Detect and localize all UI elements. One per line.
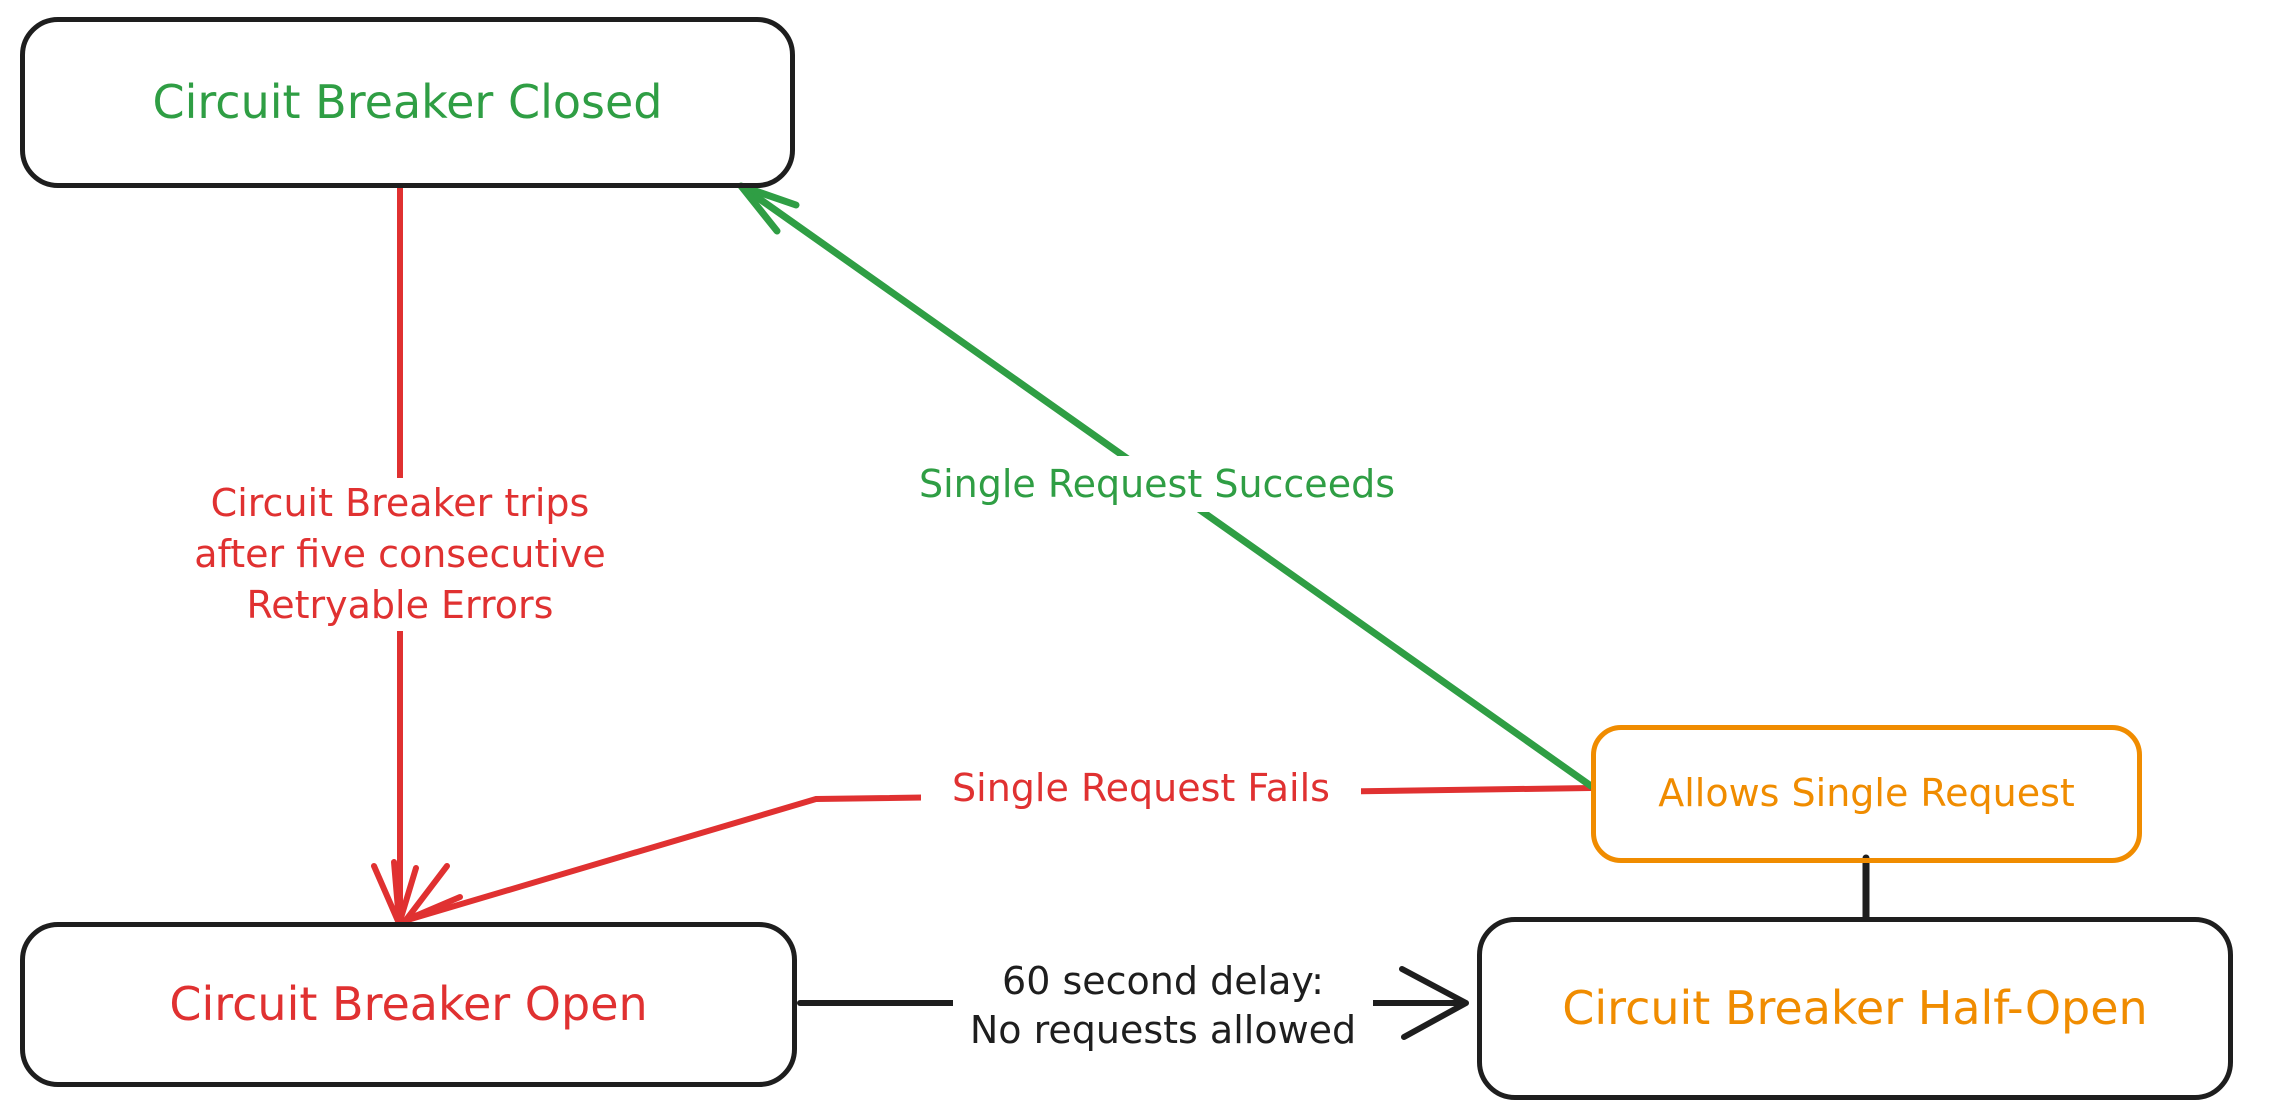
state-label-open: Circuit Breaker Open	[169, 977, 648, 1032]
state-box-circuit-breaker-open: Circuit Breaker Open	[20, 922, 797, 1087]
transition-label-trip: Circuit Breaker trips after five consecu…	[155, 478, 645, 631]
arrow-trip-head	[371, 859, 419, 924]
arrow-fail-head	[403, 863, 463, 923]
transition-label-trip-line3: Retryable Errors	[246, 583, 554, 627]
state-box-circuit-breaker-closed: Circuit Breaker Closed	[20, 17, 795, 188]
transition-label-trip-line1: Circuit Breaker trips	[210, 481, 590, 525]
state-label-half-open: Circuit Breaker Half-Open	[1562, 981, 2148, 1036]
transition-label-trip-line2: after five consecutive	[194, 532, 606, 576]
arrow-succeed-head	[737, 182, 800, 235]
transition-label-single-request-fails: Single Request Fails	[921, 760, 1361, 816]
transition-label-delay: 60 second delay: No requests allowed	[953, 957, 1373, 1055]
transition-label-single-request-succeeds: Single Request Succeeds	[917, 456, 1397, 512]
state-label-closed: Circuit Breaker Closed	[152, 75, 663, 130]
state-box-allows-single-request: Allows Single Request	[1591, 725, 2142, 863]
transition-label-delay-line2: No requests allowed	[969, 1008, 1357, 1052]
arrow-delay-head	[1399, 966, 1469, 1040]
transition-label-delay-line1: 60 second delay:	[1002, 959, 1324, 1003]
state-box-circuit-breaker-half-open: Circuit Breaker Half-Open	[1477, 917, 2233, 1100]
state-label-allows-single-request: Allows Single Request	[1658, 771, 2075, 816]
